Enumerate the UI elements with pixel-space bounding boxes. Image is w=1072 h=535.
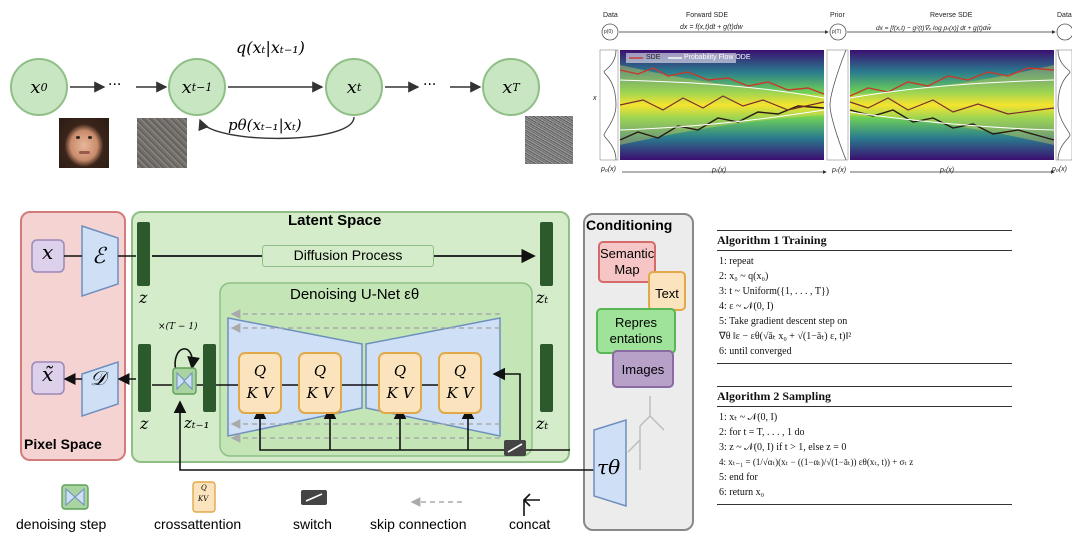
legend-denoising-label: denoising step — [16, 516, 107, 532]
z-tm1-label: zₜ₋₁ — [184, 414, 210, 432]
data-circle — [601, 23, 619, 41]
legend-skip-label: skip connection — [370, 516, 467, 532]
z-top-label: z — [139, 288, 148, 307]
legend-crossattention-icon — [192, 481, 216, 513]
sde-legend-ode: Probability Flow ODE — [684, 54, 751, 61]
face-image — [59, 118, 109, 168]
zT-bar-top — [540, 222, 553, 286]
sde-pt-2: pₜ(x) — [940, 167, 955, 174]
sde-reverse-eq: dx = [f(x,t) − g²(t)∇ₓ log pₜ(x)] dt + g… — [876, 25, 992, 32]
algorithm-2: Algorithm 2 Sampling 1: xₜ ~ 𝒩(0, I) 2: … — [717, 386, 1012, 505]
unet-label: Denoising U-Net εθ — [290, 286, 420, 303]
algo2-line: 5: end for — [719, 472, 758, 483]
prior-circle — [829, 23, 847, 41]
algo1-line: ∇θ ‖ε − εθ(√āₜ x₀ + √(1−āₜ) ε, t)‖² — [719, 331, 852, 342]
algo2-line: 1: xₜ ~ 𝒩(0, I) — [719, 412, 778, 423]
algo2-line: 6: return x₀ — [719, 487, 765, 498]
algo1-line: 5: Take gradient descent step on — [719, 316, 848, 327]
z-bar-bottom — [138, 344, 151, 412]
pure-noise-image — [525, 116, 573, 164]
reverse-heatmap — [850, 50, 1054, 160]
algo1-line: 6: until converged — [719, 346, 792, 357]
zT-bar-bottom — [540, 344, 553, 412]
algorithm-1: Algorithm 1 Training 1: repeat 2: x₀ ~ q… — [717, 230, 1012, 364]
legend-concat-icon — [523, 493, 540, 516]
pixel-space-label: Pixel Space — [24, 436, 102, 452]
sde-pt: pₜ(x) — [712, 167, 727, 174]
ellipsis-right: ··· — [423, 77, 437, 93]
z-bottom-label: z — [140, 414, 149, 433]
encoder-shape — [81, 224, 119, 298]
sde-prior-label: Prior — [830, 12, 845, 19]
chain-arrows — [70, 81, 482, 140]
z-tm1-bar — [203, 344, 216, 412]
latent-space-label: Latent Space — [288, 212, 382, 229]
sde-p0: p₀(x) — [601, 166, 617, 173]
x-tilde-label: x̃ — [42, 362, 54, 386]
algo1-line: 2: x₀ ~ q(x₀) — [719, 271, 769, 282]
legend-kv-small: KV — [198, 495, 209, 503]
sde-xT-circle: p(T) — [832, 29, 842, 35]
sde-x0-circle: p(0) — [604, 29, 613, 35]
q-label: q(xₜ|xₜ₋₁) — [236, 38, 305, 57]
legend-crossattention-label: crossattention — [154, 516, 242, 532]
p-theta-label: pθ(xₜ₋₁|xₜ) — [228, 116, 302, 134]
conditioning-label: Conditioning — [586, 217, 673, 233]
algo2-line: 4: xₜ₋₁ = (1/√αₜ)(xₜ − ((1−αₜ)/√(1−āₜ)) … — [719, 457, 914, 467]
diffusion-process-box: Diffusion Process — [262, 245, 434, 267]
algo1-line: 4: ε ~ 𝒩(0, I) — [719, 301, 774, 312]
sde-legend-sde: SDE — [646, 54, 661, 61]
times-label: ×(T − 1) — [158, 322, 198, 332]
ellipsis-left: ··· — [108, 77, 122, 93]
sde-reverse-label: Reverse SDE — [930, 12, 973, 19]
legend-concat-label: concat — [509, 516, 551, 532]
sde-forward-eq: dx = f(x,t)dt + g(t)dw — [680, 24, 743, 31]
algo2-line: 3: z ~ 𝒩(0, I) if t > 1, else z = 0 — [719, 442, 847, 453]
algo1-line: 3: t ~ Uniform({1, . . . , T}) — [719, 286, 830, 297]
encoder-label: ℰ — [92, 244, 106, 269]
data-circle-right — [1056, 23, 1072, 41]
algorithm-2-title: Algorithm 2 Sampling — [717, 386, 1012, 407]
z-bar-top — [137, 222, 150, 286]
algorithm-1-title: Algorithm 1 Training — [717, 230, 1012, 251]
sde-p0-right: p₀(x) — [1052, 166, 1068, 173]
decoder-label: 𝒟 — [90, 366, 106, 390]
tau-label: τθ — [597, 455, 621, 479]
sde-pT: pₜ(x) — [832, 167, 847, 174]
zT-bottom-label: zₜ — [536, 414, 549, 433]
sde-svg — [599, 23, 1072, 174]
node-x0: x0x0 — [10, 58, 68, 116]
decoder-shape — [81, 360, 119, 418]
noisy-face-image — [137, 118, 187, 168]
sde-data-label-right: Data — [1057, 12, 1072, 19]
sde-forward-label: Forward SDE — [686, 12, 729, 19]
cond-text: Text — [648, 271, 686, 311]
legend-switch-label: switch — [293, 516, 332, 532]
algo1-line: 1: repeat — [719, 256, 754, 267]
sde-data-label: Data — [603, 12, 618, 19]
tau-encoder-shape — [593, 418, 627, 508]
algo2-line: 2: for t = T, . . . , 1 do — [719, 427, 805, 438]
x-input-label: x — [42, 240, 54, 264]
arrow-p-theta — [198, 116, 355, 140]
sde-x-axis: x — [593, 95, 597, 102]
cond-images: Images — [612, 350, 674, 388]
legend-q-small: Q — [201, 484, 207, 492]
zT-top-label: zₜ — [536, 288, 549, 307]
